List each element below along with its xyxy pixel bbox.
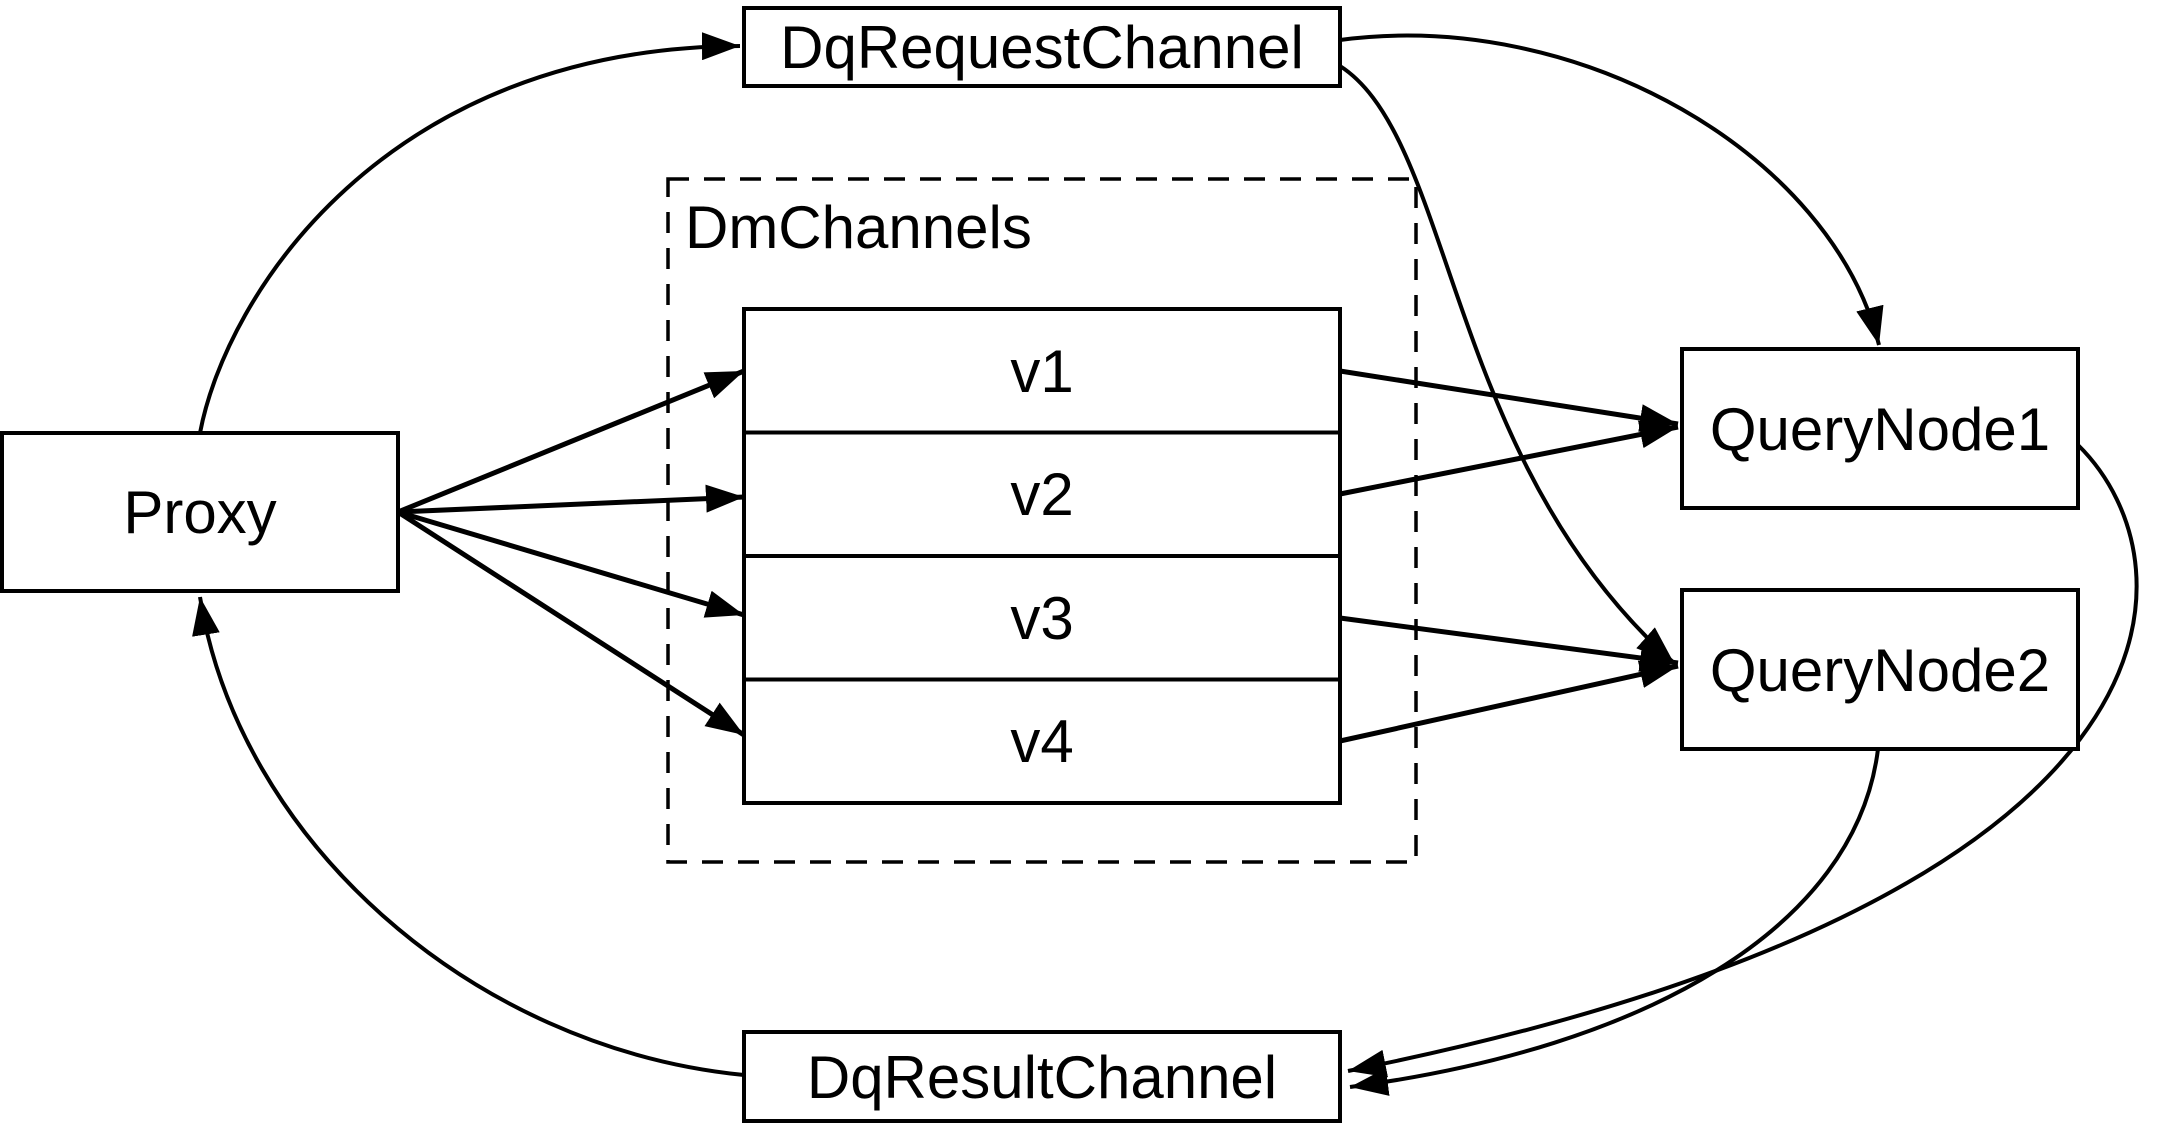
edge-proxy-to-v2	[397, 484, 745, 515]
querynode1-box	[1680, 347, 2080, 510]
proxy-box	[0, 431, 400, 593]
edge-proxy-to-v4	[396, 509, 746, 738]
node-dqrequestchannel: DqRequestChannel	[742, 6, 1342, 88]
edge-dqrequestchannel-to-querynode1	[1339, 33, 1884, 346]
edge-v4-to-querynode2	[1339, 660, 1679, 744]
dqrequestchannel-label: DqRequestChannel	[780, 14, 1304, 81]
edge-proxy-to-dqrequestchannel	[198, 32, 741, 434]
edge-proxy-to-v1	[397, 368, 745, 515]
edges-layer	[192, 32, 2139, 1096]
edge-proxy-to-v3	[397, 509, 745, 618]
edge-v3-to-querynode2	[1339, 615, 1679, 672]
channel-v3-label: v3	[1010, 585, 1073, 652]
dqresultchannel-box	[742, 1030, 1342, 1123]
dm-channels-label: DmChannels	[685, 194, 1032, 261]
channel-v4-label: v4	[1010, 708, 1073, 775]
edge-dqresultchannel-to-proxy	[192, 596, 745, 1077]
edge-dqrequestchannel-to-querynode2	[1338, 64, 1676, 665]
node-proxy: Proxy	[0, 431, 400, 593]
channel-v2-label: v2	[1010, 461, 1073, 528]
proxy-label: Proxy	[123, 479, 276, 546]
edge-v2-to-querynode1	[1339, 420, 1679, 497]
channel-v1-label: v1	[1010, 338, 1073, 405]
dm-channels-group: DmChannels	[666, 177, 1418, 864]
dqrequestchannel-box	[742, 6, 1342, 88]
dqresultchannel-label: DqResultChannel	[807, 1044, 1277, 1111]
node-querynode1: QueryNode1	[1680, 347, 2080, 510]
channel-stack: v1 v2 v3 v4	[742, 307, 1342, 805]
edge-v1-to-querynode1	[1339, 368, 1679, 432]
querynode2-box	[1680, 588, 2080, 751]
edge-querynode1-to-dqresultchannel	[1347, 443, 2139, 1078]
edge-querynode2-to-dqresultchannel	[1349, 748, 1880, 1096]
node-dqresultchannel: DqResultChannel	[742, 1030, 1342, 1123]
querynode2-label: QueryNode2	[1710, 637, 2050, 704]
node-querynode2: QueryNode2	[1680, 588, 2080, 751]
querynode1-label: QueryNode1	[1710, 396, 2050, 463]
dm-channels-dashed-box	[666, 177, 1418, 864]
